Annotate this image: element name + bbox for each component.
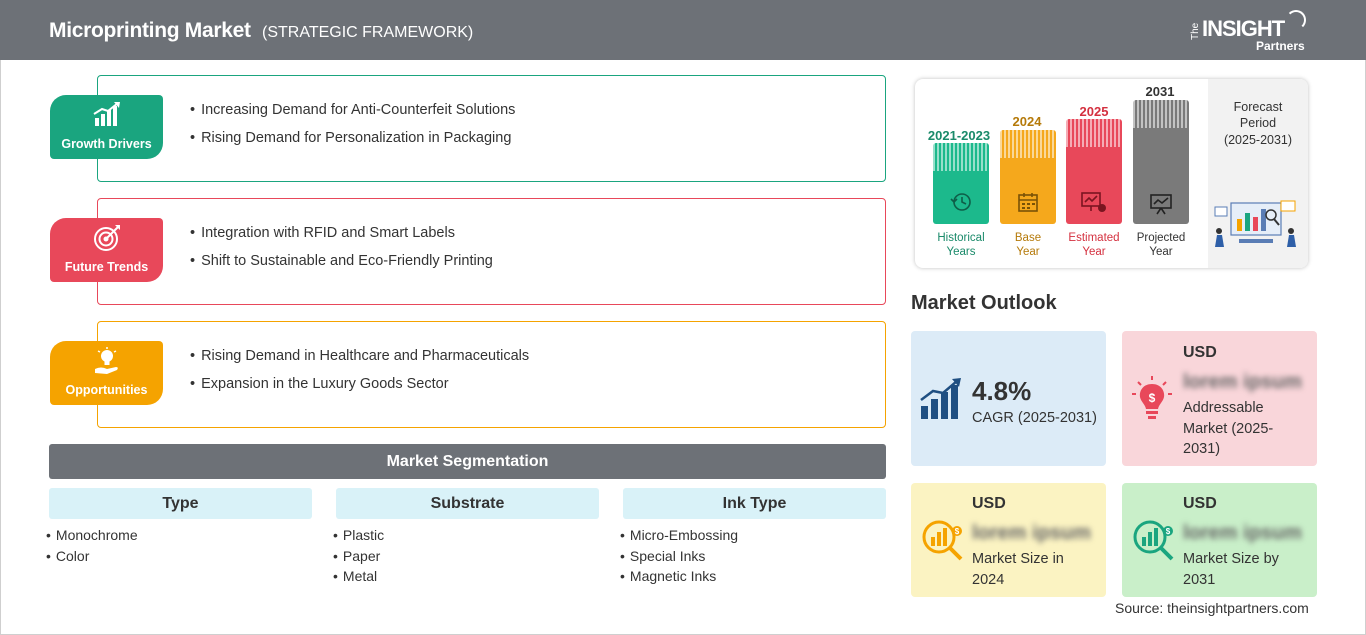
blurred-value: lorem ipsum	[1183, 371, 1302, 393]
segment-list-type: Monochrome Color	[46, 525, 138, 566]
growth-drivers-card: Increasing Demand for Anti-Counterfeit S…	[97, 75, 886, 182]
badge-label: Growth Drivers	[61, 137, 152, 151]
badge-label: Future Trends	[64, 260, 149, 274]
segment-header-ink-type: Ink Type	[623, 488, 886, 519]
list-item: Plastic	[333, 525, 384, 546]
growth-chart-icon	[93, 102, 120, 126]
growth-drivers-badge: Growth Drivers	[50, 95, 163, 159]
lightbulb-dollar-icon: $	[1132, 376, 1172, 419]
market-outlook-title: Market Outlook	[911, 292, 1057, 314]
cagr-value: 4.8%	[972, 376, 1032, 406]
timeline-year: 2021-2023	[927, 128, 991, 143]
market-size-search-icon: $	[1133, 520, 1174, 561]
logo-arc-icon	[1286, 10, 1306, 30]
presentation-board-icon	[1150, 194, 1172, 215]
list-item: Increasing Demand for Anti-Counterfeit S…	[190, 96, 515, 124]
list-item: Magnetic Inks	[620, 566, 738, 587]
future-trends-badge: Future Trends	[50, 218, 163, 282]
segment-header-type: Type	[49, 488, 312, 519]
forecast-range: (2025-2031)	[1223, 133, 1293, 147]
blurred-value: lorem ipsum	[972, 522, 1091, 544]
lightbulb-hand-icon	[95, 347, 118, 374]
timeline-year: 2025	[1079, 104, 1109, 119]
list-item: Shift to Sustainable and Eco-Friendly Pr…	[190, 247, 493, 275]
calendar-icon	[1018, 193, 1038, 212]
insight-partners-logo[interactable]: The INSIGHT Partners	[1190, 8, 1320, 56]
future-trends-card: Integration with RFID and Smart Labels S…	[97, 198, 886, 305]
cagr-label: CAGR (2025-2031)	[972, 410, 1097, 426]
svg-text:$: $	[955, 527, 960, 536]
timeline-year: 2024	[1012, 114, 1042, 129]
opportunities-card: Rising Demand in Healthcare and Pharmace…	[97, 321, 886, 428]
analytics-people-illustration-icon	[1214, 200, 1296, 247]
timeline-bar-projected	[1133, 100, 1189, 224]
opportunities-badge: Opportunities	[50, 341, 163, 405]
currency-label: USD	[972, 495, 1006, 512]
segment-list-substrate: Plastic Paper Metal	[333, 525, 384, 587]
bar-stripes	[1133, 100, 1189, 128]
blurred-value: lorem ipsum	[1183, 522, 1302, 544]
timeline-bar-base	[1000, 130, 1056, 224]
segment-header-substrate: Substrate	[336, 488, 599, 519]
svg-text:$: $	[1149, 391, 1156, 405]
list-item: Expansion in the Luxury Goods Sector	[190, 370, 529, 398]
estimate-screen-icon	[1081, 192, 1106, 212]
timeline-year: 2031	[1145, 84, 1175, 99]
target-icon	[94, 225, 120, 251]
history-clock-icon	[950, 193, 971, 211]
timeline-bar-historical	[933, 143, 989, 224]
list-item: Monochrome	[46, 525, 138, 546]
list-item: Micro-Embossing	[620, 525, 738, 546]
cagr-card: 4.8% CAGR (2025-2031)	[911, 331, 1106, 466]
segment-list-ink-type: Micro-Embossing Special Inks Magnetic In…	[620, 525, 738, 587]
list-item: Color	[46, 546, 138, 567]
market-size-search-icon: $	[922, 520, 963, 561]
currency-label: USD	[1183, 344, 1217, 361]
timeline-bar-estimated	[1066, 119, 1122, 224]
currency-label: USD	[1183, 495, 1217, 512]
bar-stripes	[1066, 119, 1122, 147]
badge-label: Opportunities	[65, 383, 148, 397]
bar-stripes	[933, 143, 989, 171]
page-title: Microprinting Market	[49, 19, 251, 42]
list-item: Special Inks	[620, 546, 738, 567]
list-item: Metal	[333, 566, 384, 587]
segmentation-title: Market Segmentation	[49, 444, 886, 479]
list-item: Paper	[333, 546, 384, 567]
list-item: Rising Demand for Personalization in Pac…	[190, 124, 515, 152]
bar-stripes	[1000, 130, 1056, 158]
svg-text:$: $	[1166, 527, 1171, 536]
list-item: Integration with RFID and Smart Labels	[190, 219, 493, 247]
list-item: Rising Demand in Healthcare and Pharmace…	[190, 342, 529, 370]
growth-chart-icon	[920, 378, 961, 419]
header-bar: Microprinting Market (STRATEGIC FRAMEWOR…	[0, 0, 1366, 60]
page-subtitle: (STRATEGIC FRAMEWORK)	[262, 24, 474, 41]
source-credit: Source: theinsightpartners.com	[1115, 600, 1309, 616]
